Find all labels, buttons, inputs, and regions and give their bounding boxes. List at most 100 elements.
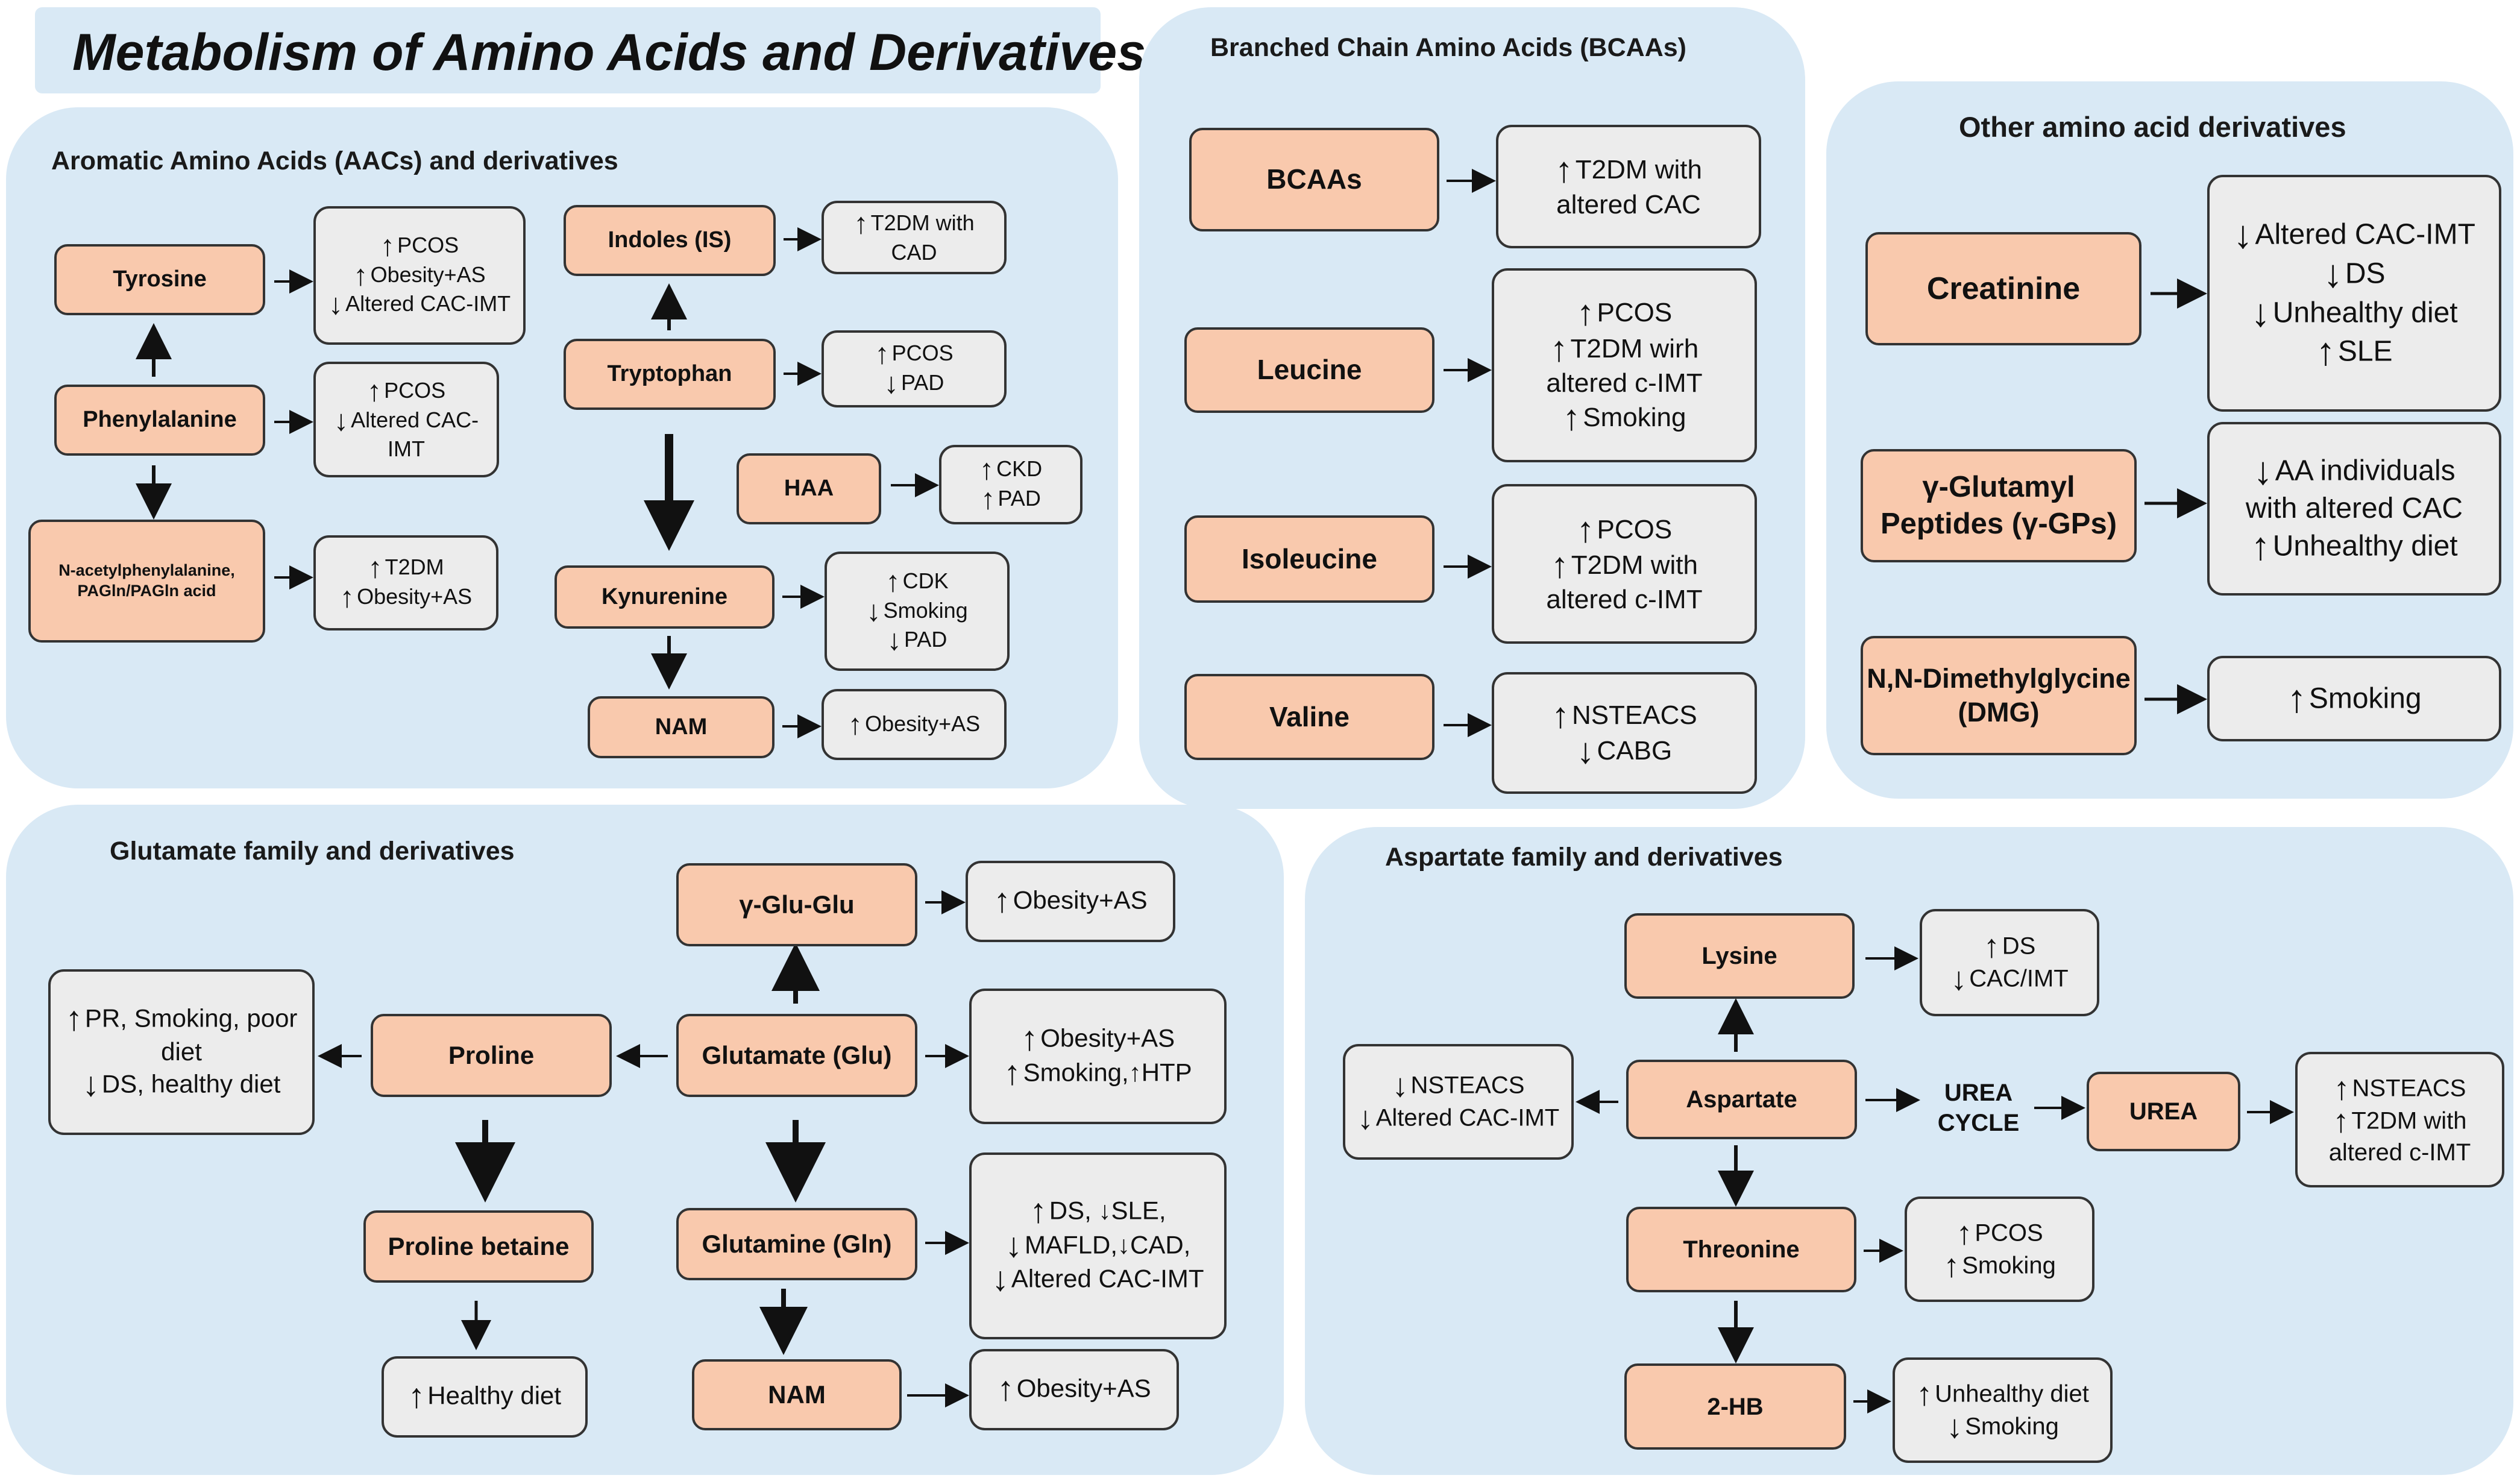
up-arrow-icon: ↑ [997,1370,1014,1409]
down-arrow-icon: ↓ [328,288,344,321]
effect-line: ↑T2DM with [2333,1105,2466,1137]
effect-line: ↑Smoking [1943,1250,2056,1282]
effect-line: ↓Altered CAC-IMT [2233,215,2475,254]
node-tyrosine: Tyrosine [54,244,265,315]
page-title: Metabolism of Amino Acids and Derivative… [72,24,1146,81]
up-arrow-icon: ↑ [1956,1215,1973,1251]
down-arrow-icon: ↓ [2251,290,2270,335]
node-lysine: Lysine [1624,913,1855,999]
up-arrow-icon: ↑ [2333,1102,2349,1139]
effect-text: Smoking [2308,682,2422,715]
panel-title-glutamate: Glutamate family and derivatives [110,837,515,866]
effect-line: altered CAC [1556,188,1701,221]
up-arrow-icon: ↑ [1551,694,1570,735]
effect-phenylalanine: ↑PCOS↓Altered CAC-IMT [313,362,499,477]
effect-line: ↑DS, ↓SLE, [1029,1192,1166,1230]
effect-line: ↑NSTEACS [2334,1072,2466,1105]
effect-text: altered CAC [1556,189,1701,219]
up-arrow-icon: ↑ [366,374,382,407]
down-arrow-icon: ↓ [2323,251,2343,295]
effect-text: T2DM with [1575,155,1702,185]
effect-text: altered c-IMT [2328,1139,2471,1166]
effect-gglu: ↑Obesity+AS [966,861,1175,942]
effect-nacetyl: ↑T2DM↑Obesity+AS [313,535,498,630]
effect-line: ↑Smoking,↑HTP [1004,1056,1192,1091]
effect-line: ↓Altered CAC- [334,406,479,436]
effect-line: ↑Smoking [2287,679,2421,718]
effect-line: ↑Obesity+AS [353,261,485,291]
effect-line: ↑Obesity+AS [997,1370,1151,1409]
effect-line: ↑PCOS [367,377,445,406]
down-arrow-icon: ↓ [333,404,349,437]
effect-line: ↑PCOS [875,339,953,369]
effect-tyrosine: ↑PCOS↑Obesity+AS↓Altered CAC-IMT [313,206,526,345]
effect-line: ↓Smoking [866,597,967,626]
effect-text: Obesity+AS [1040,1023,1175,1052]
effect-line: ↓Altered CAC-IMT [991,1263,1204,1297]
down-arrow-icon: ↓ [1576,731,1595,771]
down-arrow-icon: ↓ [1392,1068,1409,1104]
effect-line: ↓PAD [884,369,944,398]
node-indoles: Indoles (IS) [564,205,776,276]
effect-text: AA individuals [2275,454,2456,487]
effect-text: CDK [902,568,949,594]
up-arrow-icon: ↑ [1029,1192,1047,1230]
effect-line: ↑DS [1984,930,2036,963]
effect-text: Obesity+AS [1013,885,1148,914]
effect-text: Altered CAC- [351,407,479,432]
effect-text: NSTEACS [1410,1072,1525,1099]
up-arrow-icon: ↑ [847,708,863,741]
up-arrow-icon: ↑ [885,565,900,599]
effect-line: ↑Obesity+AS [340,583,472,612]
effect-text: CAD [891,239,937,265]
effect-line: ↑PR, Smoking, poor [66,1002,298,1037]
up-arrow-icon: ↑ [1551,545,1569,585]
effect-line: ↑T2DM [368,553,444,583]
effect-line: diet [161,1036,202,1068]
effect-line: ↑Obesity+AS [1021,1022,1175,1057]
effect-line: ↑PCOS [380,231,459,261]
effect-text: T2DM with [870,210,975,236]
effect-text: T2DM [385,555,444,580]
effect-line: ↑T2DM wirh [1550,328,1698,369]
effect-line: ↑Healthy diet [408,1379,561,1414]
effect-text: DS, ↓SLE, [1049,1196,1166,1225]
up-arrow-icon: ↑ [1576,509,1595,550]
effect-text: altered c-IMT [1546,368,1703,398]
down-arrow-icon: ↓ [866,594,881,627]
up-arrow-icon: ↑ [2251,524,2270,568]
effect-line: IMT [388,435,425,462]
effect-text: CABG [1597,736,1673,766]
down-arrow-icon: ↓ [887,624,902,657]
node-haa: HAA [737,453,881,524]
up-arrow-icon: ↑ [875,338,890,371]
panel-title-other: Other amino acid derivatives [1959,111,2346,143]
up-arrow-icon: ↑ [2287,676,2307,720]
effect-text: NSTEACS [1571,700,1697,730]
effect-text: PCOS [891,341,954,366]
up-arrow-icon: ↑ [1550,328,1568,369]
effect-line: altered c-IMT [1546,366,1702,400]
effect-text: PCOS [1597,298,1673,328]
panel-title-aspartate: Aspartate family and derivatives [1385,843,1783,872]
up-arrow-icon: ↑ [1943,1247,1960,1284]
effect-line: ↑PAD [981,485,1041,514]
up-arrow-icon: ↑ [368,552,383,585]
node-nam2: NAM [692,1359,902,1430]
effect-line: ↓DS, healthy diet [83,1068,281,1102]
effect-text: Unhealthy diet [1935,1380,2089,1407]
effect-text: Smoking,↑HTP [1023,1057,1192,1086]
up-arrow-icon: ↑ [1916,1376,1933,1412]
effect-text: Obesity+AS [1016,1374,1151,1403]
effect-line: ↓Altered CAC-IMT [328,290,511,319]
effect-text: CAC/IMT [1969,965,2069,992]
down-arrow-icon: ↓ [884,367,899,400]
node-kynurenine: Kynurenine [555,565,775,629]
node-bcaas: BCAAs [1189,128,1439,231]
down-arrow-icon: ↓ [991,1260,1009,1299]
effect-text: PCOS [384,378,446,403]
down-arrow-icon: ↓ [2253,448,2273,493]
effect-line: ↑PCOS [1577,295,1673,331]
